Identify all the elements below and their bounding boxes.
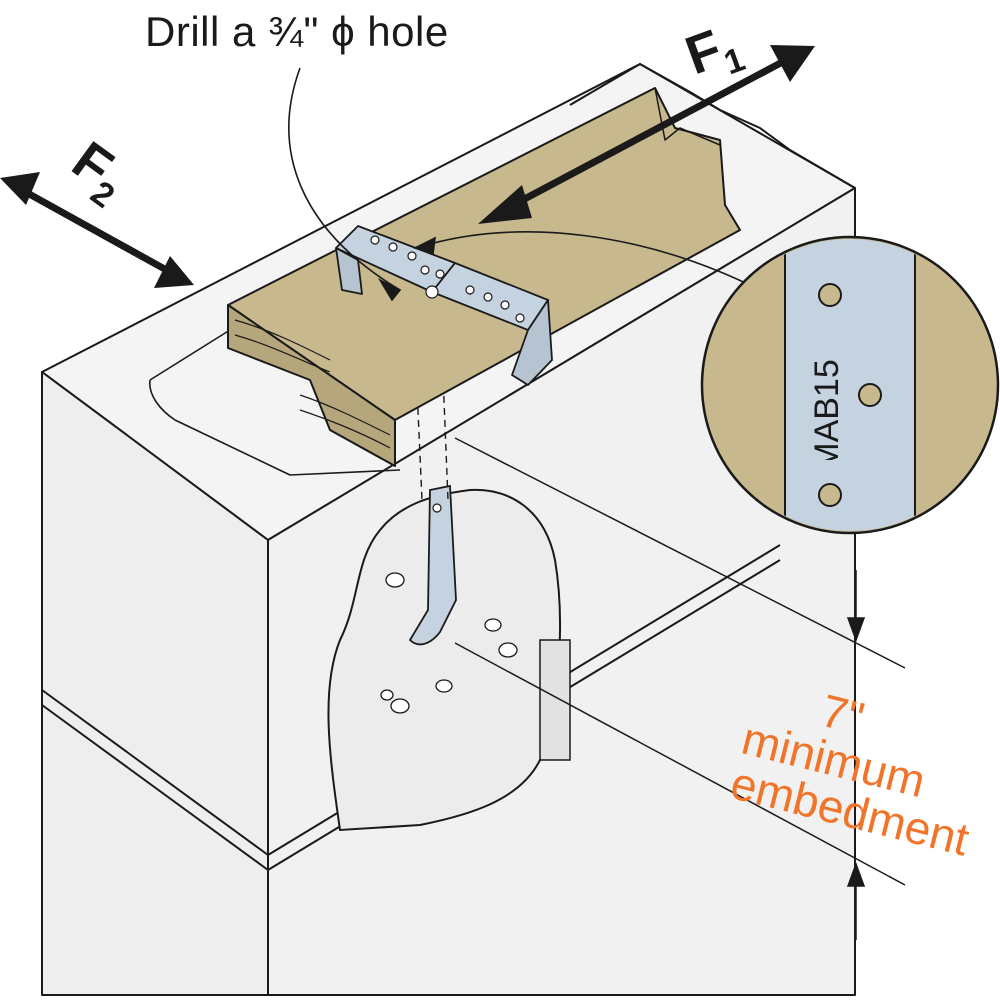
anchor-strap	[335, 225, 553, 386]
wood-sill-plate	[227, 87, 741, 467]
embedment-dimension	[454, 437, 906, 940]
mortar-joint-left	[41, 689, 269, 871]
cutaway-inner-face	[539, 639, 571, 761]
strap-right-leg	[511, 299, 553, 386]
force-arrow-f2	[0, 172, 194, 288]
drill-hole-label: Drill a ¾" ϕ hole	[145, 8, 449, 55]
force-arrow-f1	[478, 45, 815, 224]
sill-front-face	[227, 304, 396, 467]
anchor-embedded-leg	[408, 484, 457, 646]
cutaway-section	[327, 484, 571, 832]
part-name-text: MAB15	[808, 360, 846, 460]
grout-cell-outline	[149, 329, 401, 476]
sill-top-face	[227, 87, 741, 421]
detail-strap	[784, 239, 916, 531]
detail-callout	[700, 235, 1000, 535]
leader-lines	[288, 67, 761, 302]
strap-left-leg	[335, 247, 363, 295]
block-top-lip	[569, 63, 856, 189]
sill-grain	[234, 319, 391, 449]
part-name-label: MAB15	[808, 360, 846, 460]
